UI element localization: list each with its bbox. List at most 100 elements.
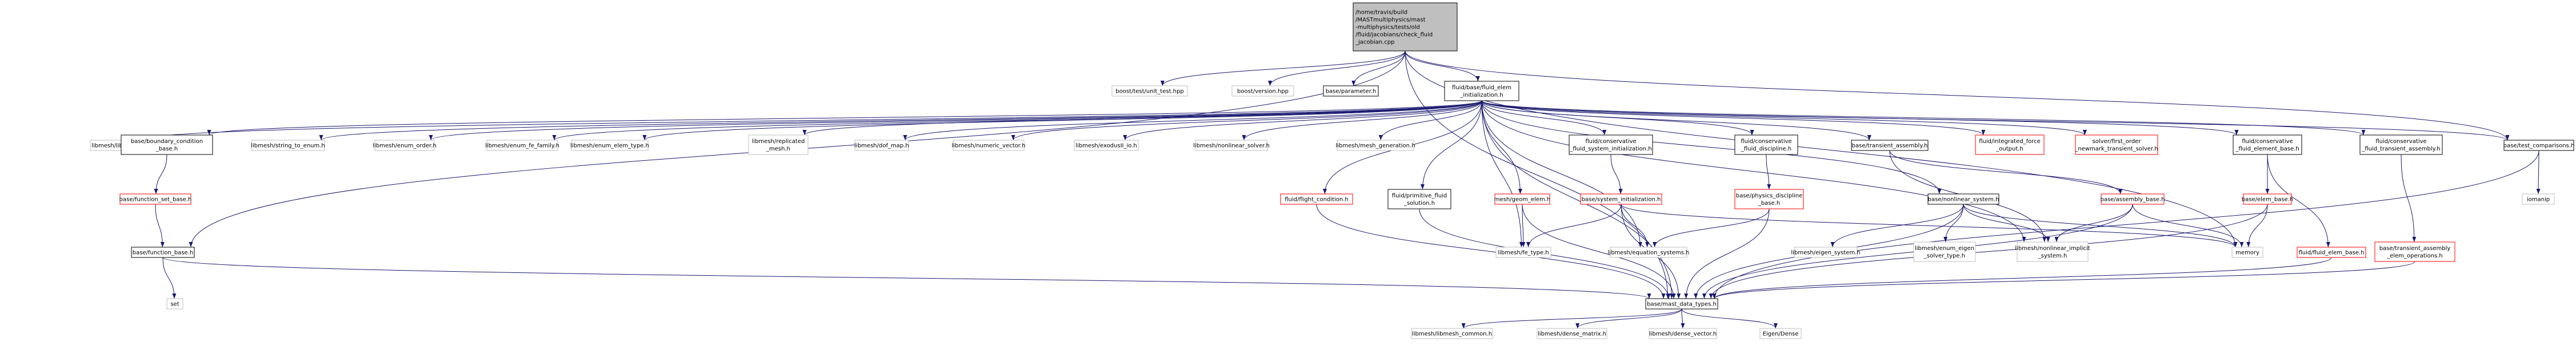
node-trans-asm-elem-ops[interactable]: base/transient_assembly_elem_operations.… <box>2374 241 2455 262</box>
edge-fluid-elem-init-to-enum-fe-family <box>552 100 1482 141</box>
edge-fluid-elem-init-to-geom-elem <box>1481 100 1522 195</box>
node-label: base/parameter.h <box>1326 89 1377 95</box>
node-assembly-base[interactable]: base/assembly_base.h <box>2100 193 2165 205</box>
node-label: libmesh/fe_type.h <box>1498 250 1549 256</box>
node-box <box>1494 193 1550 205</box>
node-label: libmesh/string_to_enum.h <box>251 143 325 149</box>
node-system-init[interactable]: base/system_initialization.h <box>1580 193 1662 205</box>
node-box <box>1975 134 2045 155</box>
node-box <box>1231 85 1294 97</box>
edge-fluid-elem-init-to-dof-map <box>903 100 1482 141</box>
node-physics-discipline[interactable]: base/physics_discipline_base.h <box>1734 189 1804 209</box>
node-label: _base.h <box>1758 200 1780 207</box>
node-label: libmesh/nonlinear_solver.h <box>1193 143 1270 149</box>
node-box <box>1649 328 1717 339</box>
node-box <box>1323 85 1379 97</box>
node-label: memory <box>2235 250 2259 256</box>
edge-fluid-elem-init-to-transient-assembly <box>1481 100 1871 141</box>
node-label: _system.h <box>2038 253 2067 259</box>
edge-physics-discipline-to-mast-data-types <box>1684 208 1770 299</box>
node-fluid-elem-base[interactable]: fluid/fluid_elem_base.h <box>2297 247 2366 258</box>
edge-nonlinear-system-to-enum-eigen-solver <box>1943 204 1964 243</box>
edge-fluid-elem-init-to-enum-elem-type <box>642 100 1482 141</box>
node-replicated-mesh: libmesh/replicated_mesh.h <box>748 134 809 155</box>
node-box <box>1411 328 1493 339</box>
node-box <box>1195 140 1268 151</box>
edge-fluid-elem-init-to-libmesh-h <box>140 100 1482 141</box>
node-label: libmesh/enum_order.h <box>373 143 437 149</box>
node-label: libmesh/exodusII_io.h <box>1075 143 1137 149</box>
node-eigen-dense: Eigen/Dense <box>1759 328 1802 339</box>
node-label: _base.h <box>155 146 178 152</box>
node-cons-trans-asm[interactable]: fluid/conservative_fluid_transient_assem… <box>2359 134 2443 155</box>
edge-fluid-elem-init-to-replicated-mesh <box>802 100 1482 136</box>
node-box <box>1913 241 1976 262</box>
node-enum-order: libmesh/enum_order.h <box>373 140 437 151</box>
node-primitive-solution[interactable]: fluid/primitive_fluid_solution.h <box>1387 189 1451 209</box>
edge-elem-base-to-mast-data-types <box>1709 204 2268 299</box>
node-box <box>2522 193 2555 205</box>
edge-root-to-parameter <box>1351 50 1406 86</box>
node-label: fluid/integrated_force <box>1979 138 2041 145</box>
edge-cons-disc-to-physics-discipline <box>1766 154 1771 190</box>
node-first-order-newmark[interactable]: solver/first_order_newmark_transient_sol… <box>2074 134 2158 155</box>
node-cons-disc[interactable]: fluid/conservative_fluid_discipline.h <box>1734 134 1798 155</box>
node-label: libmesh/enum_fe_family.h <box>485 143 559 149</box>
node-box <box>1580 193 1662 205</box>
node-label: -multiphysics/tests/old <box>1355 25 1420 31</box>
node-box <box>2297 247 2366 258</box>
node-mast-data-types[interactable]: base/mast_data_types.h <box>1645 298 1718 310</box>
edge-system-init-to-equation-systems <box>1621 204 1650 248</box>
edge-system-init-to-fe-type <box>1526 204 1622 248</box>
node-label: libmesh/numeric_vector.h <box>952 143 1026 149</box>
node-label: _elem_operations.h <box>2386 253 2443 259</box>
node-integrated-force[interactable]: fluid/integrated_force_output.h <box>1975 134 2045 155</box>
edge-assembly-base-to-memory <box>2132 204 2244 248</box>
edge-elem-base-to-memory <box>2246 204 2268 248</box>
node-box <box>1734 189 1804 209</box>
node-label: base/elem_base.h <box>2242 197 2293 203</box>
node-box <box>486 140 558 151</box>
node-box <box>1927 193 1999 205</box>
node-label: _initialization.h <box>1459 92 1503 98</box>
edge-fluid-elem-init-to-integrated-force <box>1481 100 1986 136</box>
edge-function-base-to-mast-data-types <box>162 257 1651 299</box>
edge-nonlinear-system-to-eigen-system <box>1830 204 1964 248</box>
node-label: _jacobian.cpp <box>1355 39 1395 46</box>
node-label: base/mast_data_types.h <box>1647 302 1717 308</box>
node-label: libmesh/mesh_generation.h <box>1335 143 1415 149</box>
node-function-set-base[interactable]: base/function_set_base.h <box>119 193 192 205</box>
node-cons-sys-init[interactable]: fluid/conservative_fluid_system_initiali… <box>1569 134 1653 155</box>
node-root[interactable]: /home/travis/build/MASTmultiphysics/mast… <box>1353 2 1458 51</box>
edge-root-to-unit-test <box>1160 50 1406 86</box>
edge-geom-elem-to-fe-type <box>1521 204 1526 248</box>
node-test-comparisons[interactable]: base/test_comparisons.h <box>2503 140 2575 151</box>
node-box <box>2359 134 2443 155</box>
node-flight-condition[interactable]: fluid/flight_condition.h <box>1280 193 1353 205</box>
node-geom-elem[interactable]: mesh/geom_elem.h <box>1494 193 1551 205</box>
node-parameter[interactable]: base/parameter.h <box>1323 85 1379 97</box>
node-nonlinear-system[interactable]: base/nonlinear_system.h <box>1927 193 1999 205</box>
node-version: boost/version.hpp <box>1231 85 1294 97</box>
node-string-to-enum: libmesh/string_to_enum.h <box>251 140 325 151</box>
node-label: fluid/fluid_elem_base.h <box>2298 250 2364 256</box>
node-box <box>1280 193 1353 205</box>
node-label: fluid/primitive_fluid <box>1392 193 1447 199</box>
node-cons-elem-base[interactable]: fluid/conservative_fluid_element_base.h <box>2233 134 2302 155</box>
node-elem-base[interactable]: base/elem_base.h <box>2242 193 2293 205</box>
node-fluid-elem-init[interactable]: fluid/base/fluid_elem_initialization.h <box>1444 81 1519 101</box>
node-mesh-generation: libmesh/mesh_generation.h <box>1335 140 1415 151</box>
node-box <box>119 193 191 205</box>
node-box <box>1495 247 1551 258</box>
node-label: _output.h <box>1995 146 2023 152</box>
node-transient-assembly[interactable]: base/transient_assembly.h <box>1851 140 1929 151</box>
node-label: fluid/conservative <box>1741 138 1791 145</box>
node-label: libmesh/libmesh_common.h <box>1412 331 1492 338</box>
node-label: iomanip <box>2527 197 2550 203</box>
edge-fluid-elem-init-to-enum-order <box>429 100 1482 141</box>
edge-fluid-elem-init-to-nonlinear-system <box>1481 100 1942 195</box>
node-label: libmesh/dense_vector.h <box>1649 331 1717 338</box>
node-box <box>854 140 909 151</box>
node-boundary-cond[interactable]: base/boundary_condition_base.h <box>121 134 213 155</box>
node-function-base[interactable]: base/function_base.h <box>131 247 195 258</box>
